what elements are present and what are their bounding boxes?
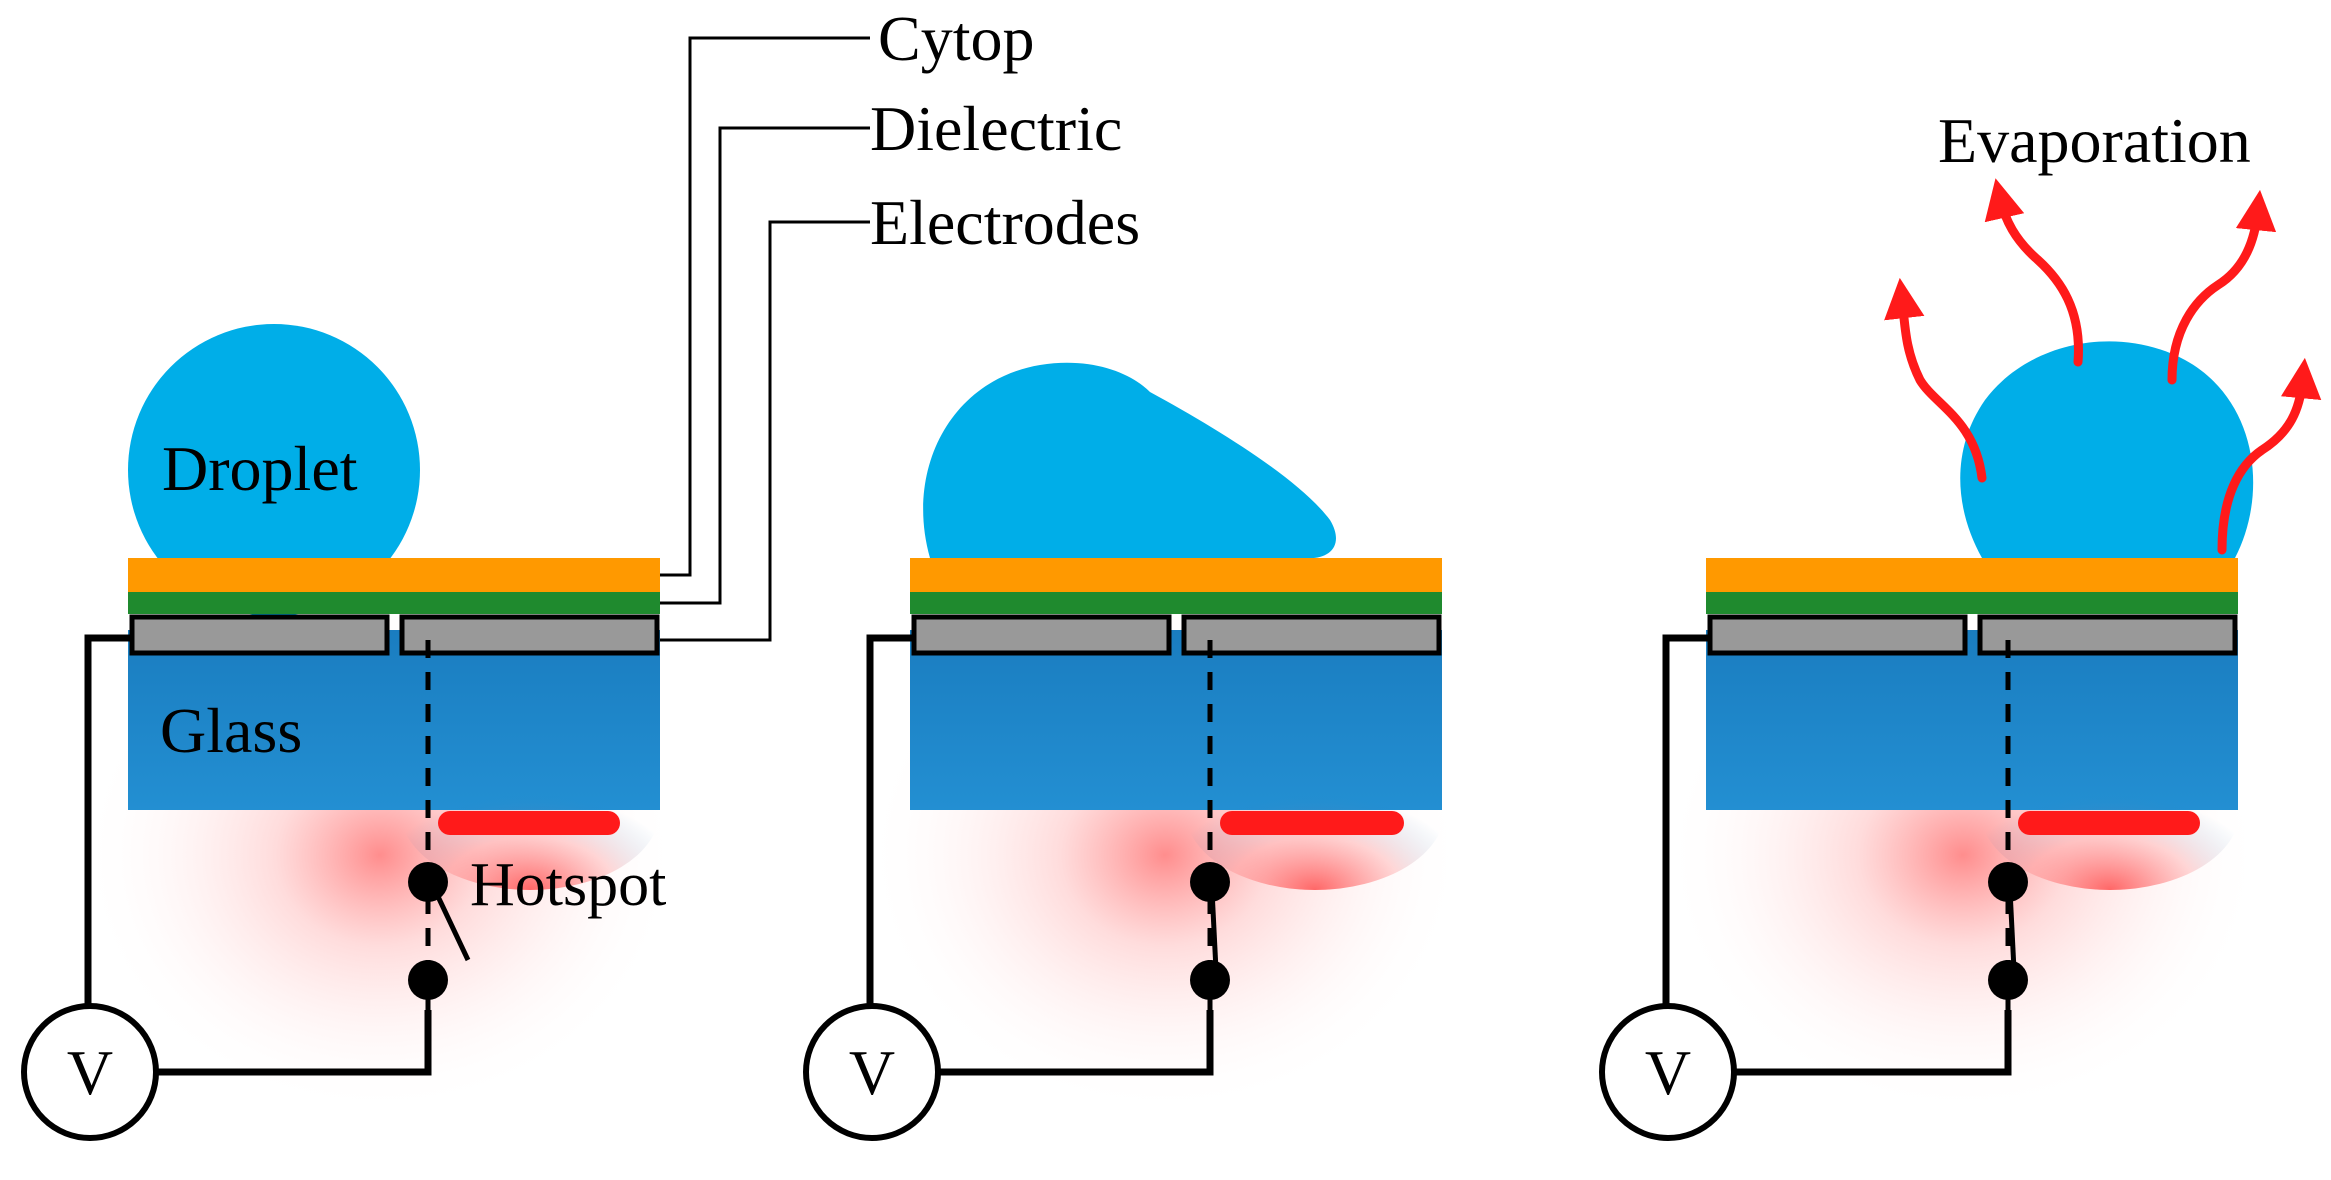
evaporation-arrows bbox=[1884, 178, 2322, 555]
electrode-right bbox=[399, 614, 660, 656]
evaporation-arrow bbox=[2217, 357, 2322, 555]
switch-lever-open bbox=[431, 886, 471, 962]
glass-heat-zone bbox=[400, 730, 660, 890]
glass-heat-zone bbox=[1185, 730, 1445, 890]
voltage-label: V bbox=[1645, 1037, 1691, 1108]
label-droplet: Droplet bbox=[162, 433, 358, 504]
wire-left bbox=[84, 634, 132, 1010]
electrode-right bbox=[1977, 614, 2238, 656]
label-electrodes: Electrodes bbox=[870, 187, 1140, 258]
label-evaporation: Evaporation bbox=[1938, 105, 2251, 176]
switch-lever-closed bbox=[2007, 889, 2017, 971]
wire-bottom bbox=[938, 1010, 1214, 1076]
evaporation-arrow bbox=[1884, 277, 1987, 483]
voltage-label: V bbox=[849, 1037, 895, 1108]
switch-lever-closed bbox=[1209, 889, 1219, 971]
panel-heating bbox=[1599, 178, 2322, 1141]
electrode-right bbox=[1181, 614, 1442, 656]
switch-contact-bottom bbox=[408, 960, 448, 1000]
switch-contact-top bbox=[408, 862, 448, 902]
cytop-layer bbox=[128, 558, 660, 592]
switch-contact-bottom bbox=[1190, 960, 1230, 1000]
label-glass: Glass bbox=[160, 695, 302, 766]
switch-contact-top bbox=[1988, 862, 2028, 902]
wire-left bbox=[866, 634, 914, 1010]
switch-contact-top bbox=[1190, 862, 1230, 902]
label-dielectric: Dielectric bbox=[870, 93, 1122, 164]
wire-left bbox=[1662, 634, 1710, 1010]
cytop-layer bbox=[910, 558, 1442, 592]
electrode-left bbox=[129, 614, 390, 656]
droplet bbox=[128, 324, 420, 616]
voltage-label: V bbox=[67, 1037, 113, 1108]
cytop-layer bbox=[1706, 558, 2238, 592]
dielectric-layer bbox=[128, 592, 660, 614]
leader-electrodes bbox=[660, 220, 870, 642]
electrode-left bbox=[1707, 614, 1968, 656]
leader-dielectric bbox=[660, 126, 870, 605]
label-cytop: Cytop bbox=[878, 3, 1034, 74]
wire-bottom bbox=[1734, 1010, 2012, 1076]
droplet-evaporating bbox=[1960, 341, 2254, 558]
droplet-deformed bbox=[923, 362, 1336, 559]
dielectric-layer bbox=[1706, 592, 2238, 614]
label-hotspot: Hotspot bbox=[470, 851, 666, 919]
evaporation-arrow bbox=[1984, 178, 2083, 367]
evaporation-arrow bbox=[2167, 189, 2277, 385]
leader-cytop bbox=[660, 36, 870, 577]
switch-contact-bottom bbox=[1988, 960, 2028, 1000]
dielectric-layer bbox=[910, 592, 1442, 614]
electrode-left bbox=[911, 614, 1172, 656]
panel-actuated bbox=[803, 362, 1465, 1141]
glass-heat-zone bbox=[1980, 730, 2240, 890]
wire-bottom bbox=[156, 1010, 432, 1076]
panel-initial bbox=[21, 36, 870, 1141]
